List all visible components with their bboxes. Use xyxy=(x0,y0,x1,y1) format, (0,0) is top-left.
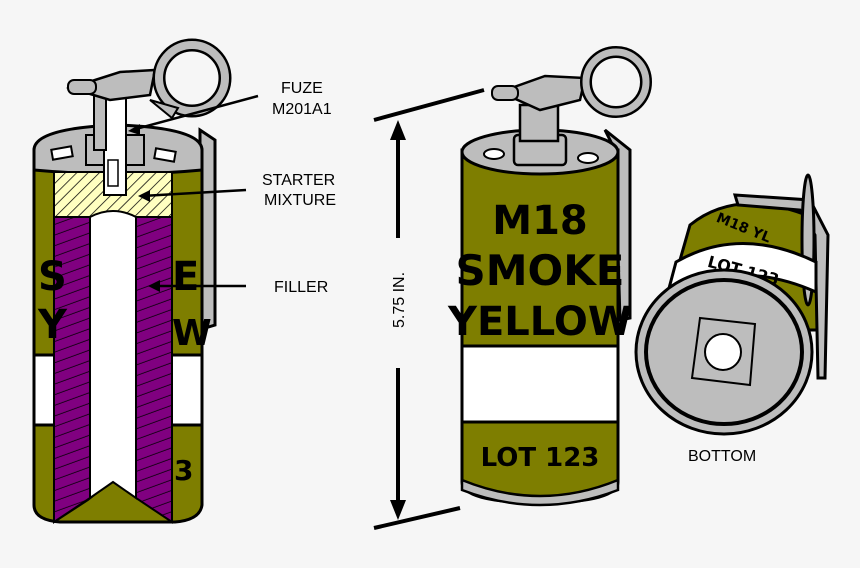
cutaway-digit-3: 3 xyxy=(174,454,193,487)
full-grenade: M18 SMOKE YELLOW LOT 123 xyxy=(447,46,652,507)
central-core-tube xyxy=(89,210,137,500)
stencil-smoke: SMOKE xyxy=(456,246,625,295)
cutaway-letter-y: Y xyxy=(37,302,68,348)
label-starter: STARTER xyxy=(262,172,335,189)
bottom-view-grenade: M18 YL LOT 123 xyxy=(634,173,830,436)
label-filler: FILLER xyxy=(274,279,328,296)
filler-right-column xyxy=(135,216,173,524)
stencil-model: M18 xyxy=(492,198,587,244)
dimension-label: 5.75 IN. xyxy=(391,272,408,328)
cutaway-top-vent-right xyxy=(153,147,177,163)
label-mixture: MIXTURE xyxy=(264,192,336,209)
label-fuze-model: M201A1 xyxy=(272,101,332,118)
bottom-vent-hole xyxy=(704,333,742,371)
cutaway-grenade: S Y E W 3 xyxy=(32,38,232,524)
cutaway-letter-w: W xyxy=(172,313,212,354)
label-fuze: FUZE xyxy=(281,80,323,97)
dimension-marker: 5.75 IN. xyxy=(373,88,485,530)
full-grenade-white-band xyxy=(460,344,620,424)
full-grenade-fuze xyxy=(491,74,587,167)
stencil-lot: LOT 123 xyxy=(481,443,600,473)
callout-lines xyxy=(128,94,259,292)
stencil-yellow: YELLOW xyxy=(447,299,632,345)
fuze-assembly xyxy=(65,68,157,196)
cutaway-letter-e: E xyxy=(172,254,199,300)
label-bottom: BOTTOM xyxy=(688,448,756,465)
cutaway-top-vent-left xyxy=(50,145,74,161)
cutaway-letter-s: S xyxy=(38,254,67,300)
